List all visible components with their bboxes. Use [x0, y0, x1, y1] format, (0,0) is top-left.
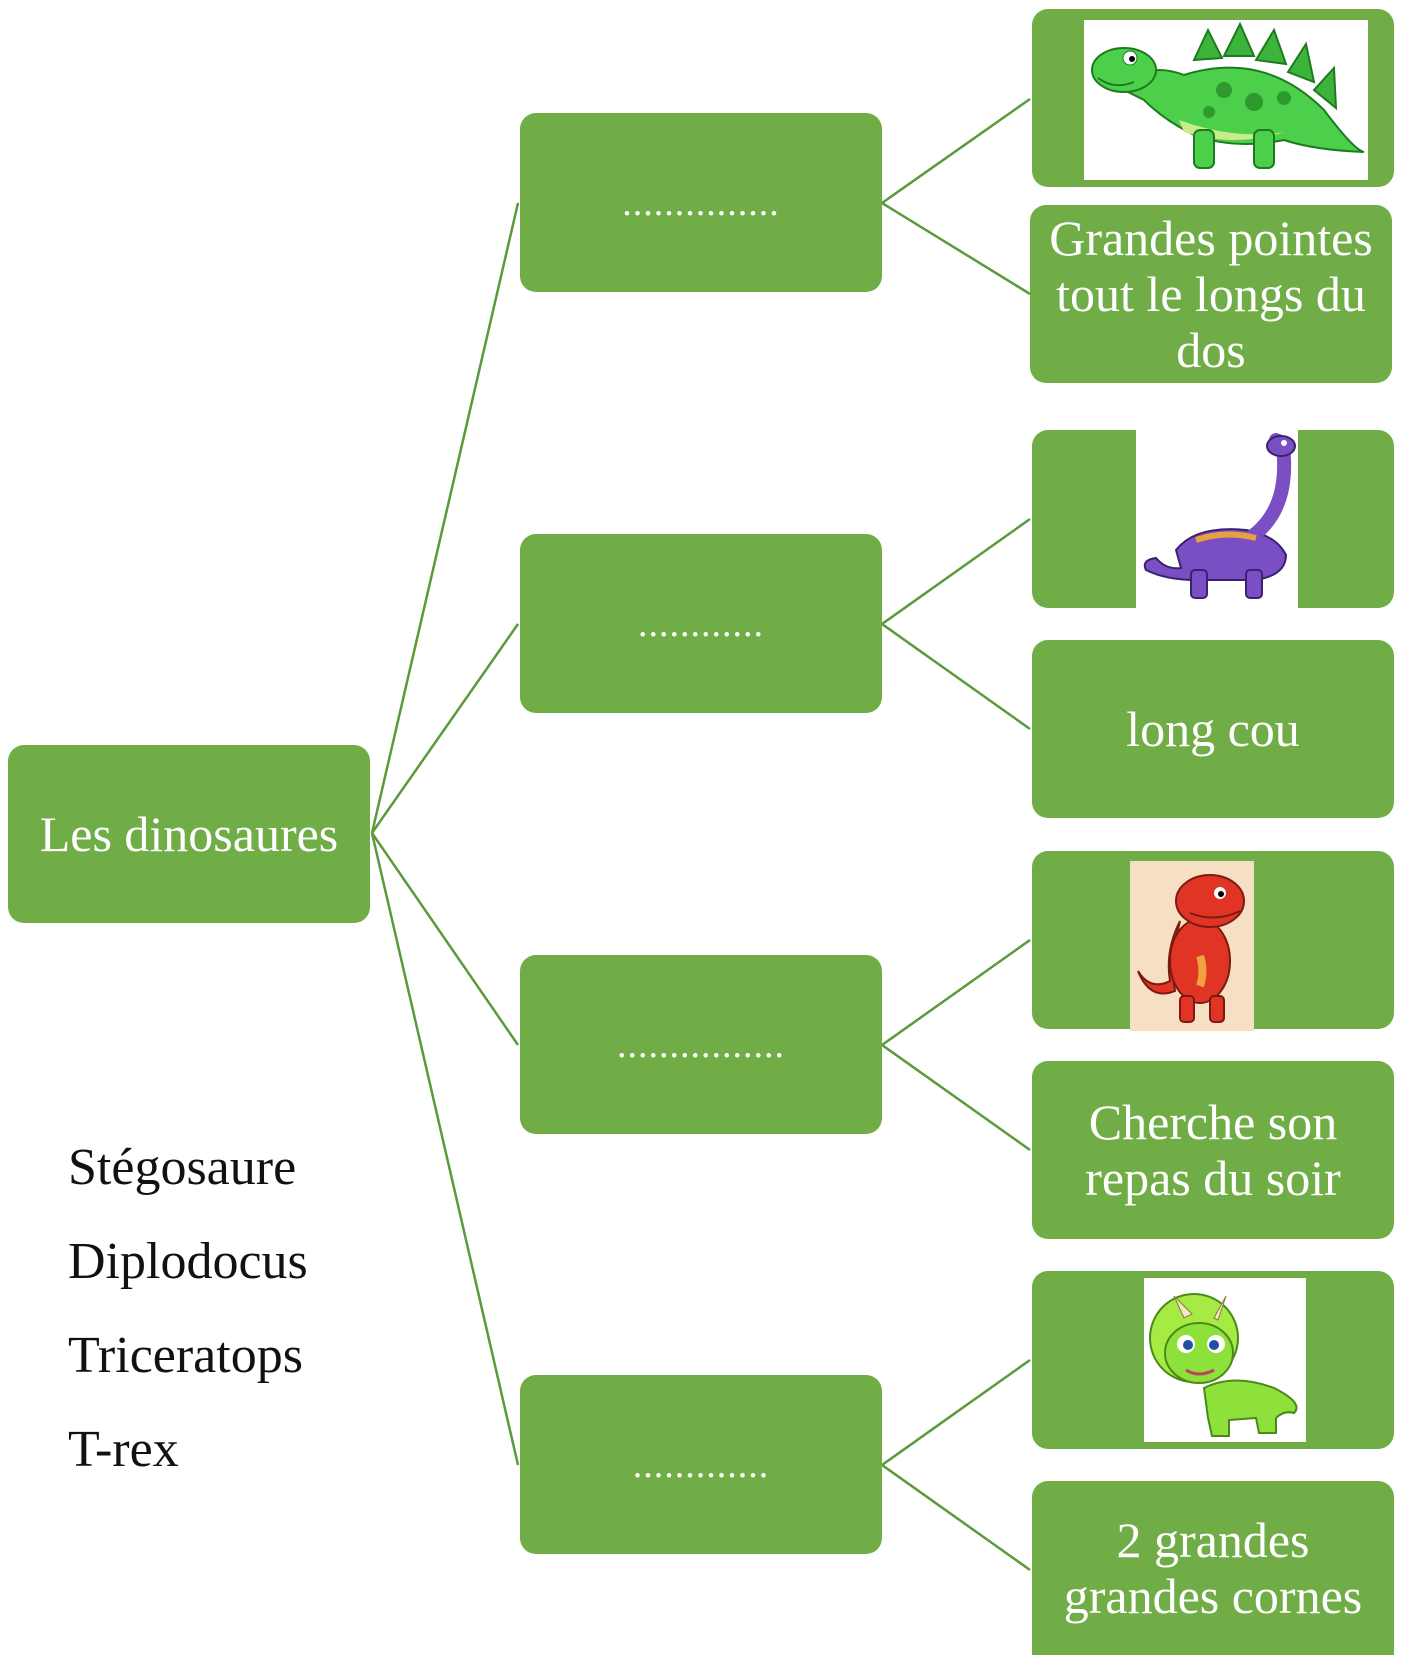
description-box-2: long cou	[1032, 640, 1394, 818]
name-blank-2[interactable]: ............	[520, 534, 882, 713]
name-blank-4[interactable]: .............	[520, 1375, 882, 1554]
description-text: Cherche son repas du soir	[1085, 1094, 1341, 1206]
picture-box-1	[1032, 9, 1394, 187]
word-bank-item: Stégosaure	[68, 1139, 297, 1196]
description-text: Grandes pointes tout le longs du dos	[1049, 210, 1373, 378]
picture-box-4	[1032, 1271, 1394, 1449]
blank-dots: .............	[632, 1443, 770, 1486]
diplodocus-icon	[1136, 430, 1298, 608]
stegosaurus-icon	[1084, 20, 1368, 180]
t-rex-icon	[1130, 861, 1254, 1031]
triceratops-icon	[1144, 1278, 1306, 1442]
description-text: long cou	[1126, 701, 1300, 757]
picture-box-3	[1032, 851, 1394, 1031]
name-blank-1[interactable]: ...............	[520, 113, 882, 292]
description-text: 2 grandes grandes cornes	[1063, 1512, 1363, 1624]
description-box-3: Cherche son repas du soir	[1032, 1061, 1394, 1239]
blank-dots: ................	[617, 1023, 785, 1066]
description-box-4: 2 grandes grandes cornes	[1032, 1481, 1394, 1655]
word-bank-item: Triceratops	[68, 1327, 303, 1384]
picture-box-2	[1032, 430, 1394, 608]
word-bank-item: T-rex	[68, 1421, 179, 1478]
root-label: Les dinosaures	[39, 806, 339, 862]
blank-dots: ...............	[622, 181, 780, 224]
word-bank-item: Diplodocus	[68, 1233, 308, 1290]
name-blank-3[interactable]: ................	[520, 955, 882, 1134]
root-node: Les dinosaures	[8, 745, 370, 923]
description-box-1: Grandes pointes tout le longs du dos	[1030, 205, 1392, 383]
blank-dots: ............	[638, 602, 764, 645]
